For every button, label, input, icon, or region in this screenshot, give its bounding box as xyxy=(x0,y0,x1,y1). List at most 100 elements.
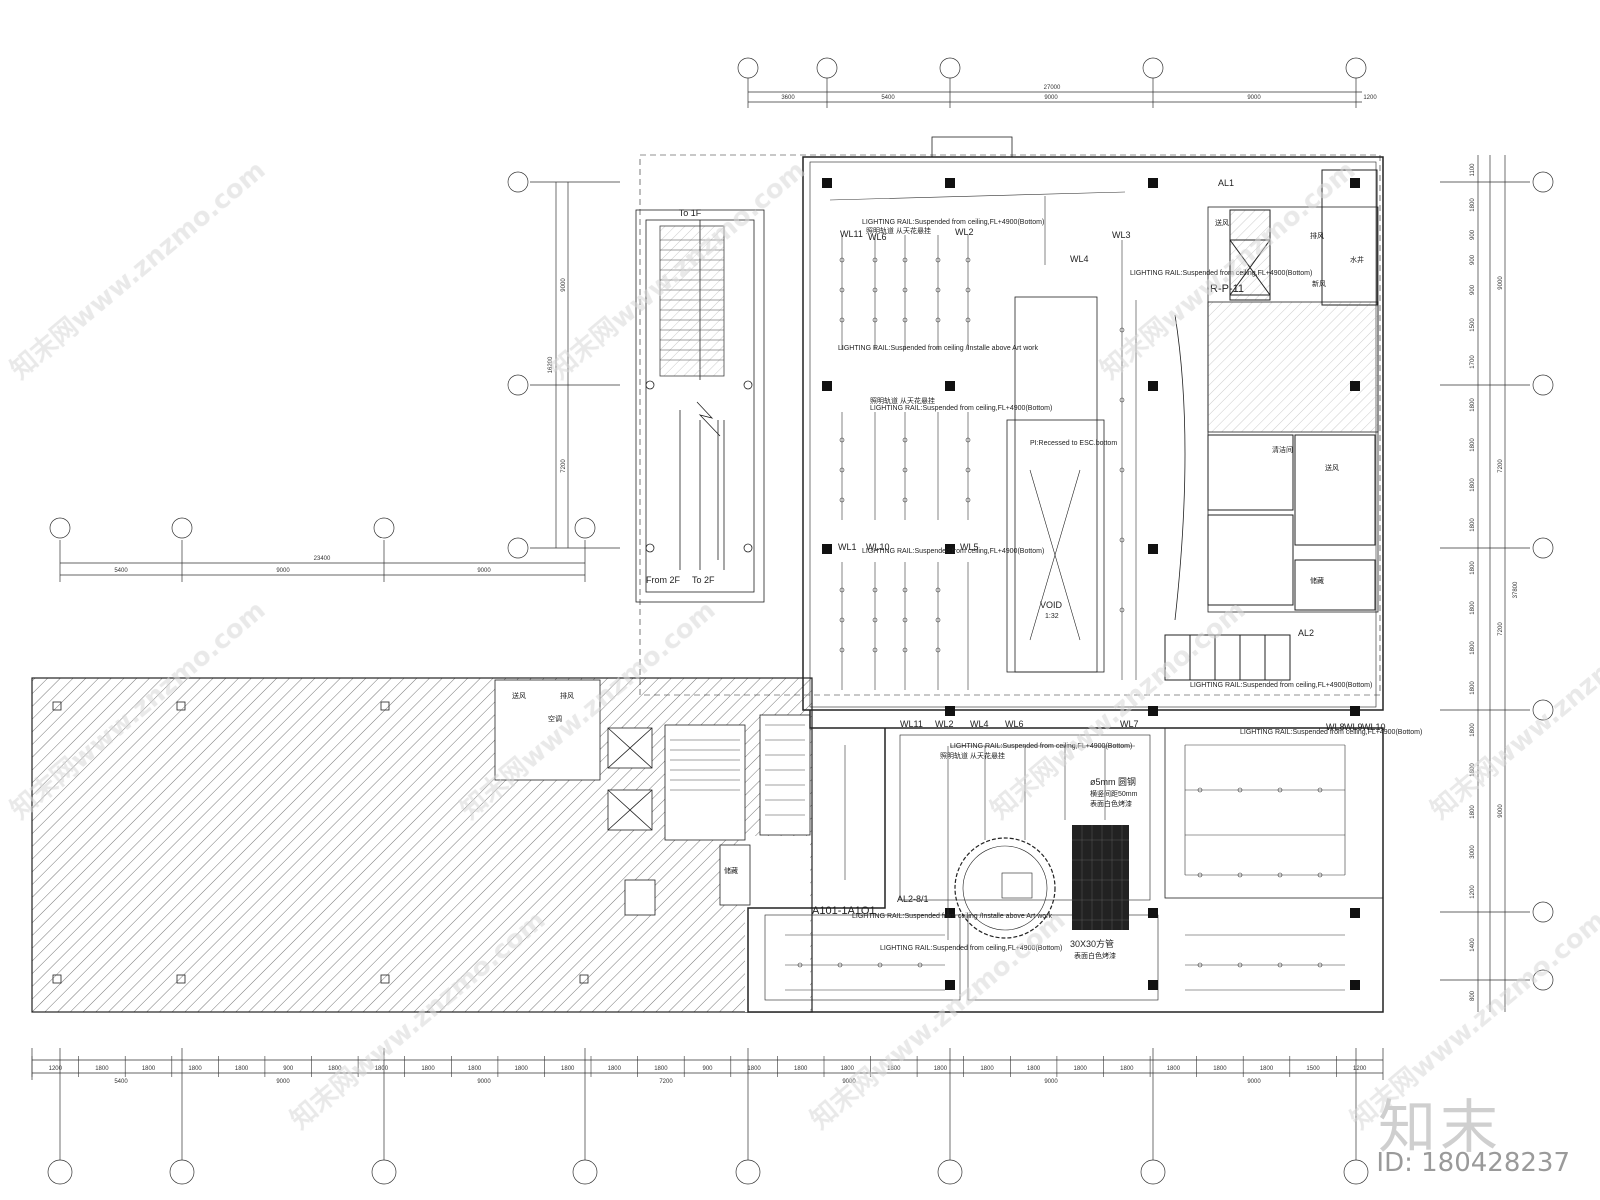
circuit-wl3: WL3 xyxy=(1112,230,1131,240)
right-seg: 900 xyxy=(1470,284,1476,295)
rail-label-6: LIGHTING RAIL:Suspended from ceiling,FL+… xyxy=(1190,682,1372,689)
circuit-wl9: WL9 xyxy=(1344,722,1363,732)
left-overall-dim: 23400 xyxy=(314,556,331,562)
circuit-wl4b: WL4 xyxy=(970,719,989,729)
top-dim-4: 9000 xyxy=(1247,95,1261,101)
bottom-segment-dim: 1800 xyxy=(747,1066,761,1072)
right-big-1: 9000 xyxy=(1498,276,1504,290)
rail-label-8: LIGHTING RAIL:Suspended from ceiling,FL+… xyxy=(950,743,1132,750)
circuit-wl6: WL6 xyxy=(868,232,887,242)
rail-label-1-cn: 照明轨道 从天花悬挂 xyxy=(866,226,931,235)
stair-dim-1: 9000 xyxy=(561,278,567,292)
core-room-3: 水井 xyxy=(1350,255,1364,264)
bottom-dimension xyxy=(31,1048,1384,1185)
bottom-big-dims: 5400 9000 9000 7200 9000 9000 9000 xyxy=(114,1079,1261,1085)
bottom-segment-dim: 1800 xyxy=(608,1066,622,1072)
steel-grid-panel xyxy=(1072,825,1129,930)
right-seg: 1100 xyxy=(1470,163,1476,177)
circuit-wl11b: WL11 xyxy=(900,719,923,729)
bottom-big: 9000 xyxy=(276,1079,290,1085)
core-room-1: 送风 xyxy=(1215,218,1229,227)
bottom-segment-dim: 900 xyxy=(283,1066,294,1072)
bottom-segment-dim: 1800 xyxy=(654,1066,668,1072)
round-steel-ring xyxy=(954,837,1056,939)
right-seg: 1400 xyxy=(1470,938,1476,952)
stair-dim-2: 7200 xyxy=(561,459,567,473)
rail-label-3-cn: 照明轨道 从天花悬挂 xyxy=(870,396,935,405)
void-scale: 1:32 xyxy=(1045,613,1059,620)
image-id-label: ID: 180428237 xyxy=(1376,1148,1570,1178)
rail-label-3: LIGHTING RAIL:Suspended from ceiling,FL+… xyxy=(870,405,1052,412)
bottom-segment-dim: 1800 xyxy=(421,1066,435,1072)
core-room-2: 排风 xyxy=(1310,231,1324,240)
left-dim-2: 9000 xyxy=(276,568,290,574)
right-seg: 1200 xyxy=(1470,885,1476,899)
right-seg: 900 xyxy=(1470,229,1476,240)
round-steel-note-2: 横竖间距50mm xyxy=(1090,789,1138,798)
bottom-segment-dim: 1800 xyxy=(1167,1066,1181,1072)
rail-label-9: LIGHTING RAIL:Suspended from ceiling /In… xyxy=(852,913,1052,920)
right-overall-dim: 37800 xyxy=(1513,581,1519,598)
core-room-4: 新风 xyxy=(1312,279,1326,288)
bottom-segment-dim: 900 xyxy=(702,1066,713,1072)
bottom-segment-dim: 1800 xyxy=(980,1066,994,1072)
bottom-segment-dim: 1800 xyxy=(1120,1066,1134,1072)
bottom-big: 9000 xyxy=(477,1079,491,1085)
stair-to-2f: To 2F xyxy=(692,575,715,585)
esc-note: PI:Recessed to ESC.bottom xyxy=(1030,440,1117,447)
right-seg: 1800 xyxy=(1470,438,1476,452)
bottom-segment-dim: 1200 xyxy=(49,1066,63,1072)
left-dim-1: 5400 xyxy=(114,568,128,574)
right-seg: 1800 xyxy=(1470,805,1476,819)
bottom-segment-dim: 1800 xyxy=(188,1066,202,1072)
steel-grid-note: 30X30方管 xyxy=(1070,938,1114,949)
left-dim-3: 9000 xyxy=(477,568,491,574)
right-seg: 1800 xyxy=(1470,641,1476,655)
circuit-wl2: WL2 xyxy=(955,227,974,237)
bottom-segment-dim: 1800 xyxy=(794,1066,808,1072)
bottom-segment-dim: 1800 xyxy=(142,1066,156,1072)
right-seg: 1800 xyxy=(1470,518,1476,532)
rail-label-10: LIGHTING RAIL:Suspended from ceiling,FL+… xyxy=(880,945,1062,952)
rail-label-8-cn: 照明轨道 从天花悬挂 xyxy=(940,751,1005,760)
bottom-big: 7200 xyxy=(659,1079,673,1085)
core-room-6: 送风 xyxy=(1325,463,1339,472)
right-seg: 1800 xyxy=(1470,478,1476,492)
right-seg: 1700 xyxy=(1470,355,1476,369)
steel-grid-lines xyxy=(1072,825,1129,930)
rail-label-5: LIGHTING RAIL:Suspended from ceiling,FL+… xyxy=(1130,270,1312,277)
rail-label-2: LIGHTING RAIL:Suspended from ceiling /In… xyxy=(838,345,1038,352)
structural-columns xyxy=(822,178,1360,990)
circuit-wl4: WL4 xyxy=(1070,254,1089,264)
circuit-wl10b: WL10 xyxy=(1362,722,1386,732)
right-big-2: 7200 xyxy=(1498,459,1504,473)
stair-overall-dim: 16200 xyxy=(548,356,554,373)
circuit-wl1: WL1 xyxy=(838,542,857,552)
bottom-segment-dim: 1800 xyxy=(934,1066,948,1072)
circuit-wl6b: WL6 xyxy=(1005,719,1024,729)
left-dimension xyxy=(49,517,596,582)
right-seg: 1800 xyxy=(1470,198,1476,212)
bottom-segment-dim: 1200 xyxy=(1353,1066,1367,1072)
right-seg: 1500 xyxy=(1470,318,1476,332)
right-dim-segments: 1100 1800 900 900 900 1500 1700 1800 180… xyxy=(1470,163,1476,1001)
top-dim-5: 1200 xyxy=(1363,95,1377,101)
right-seg: 800 xyxy=(1470,990,1476,1001)
right-seg: 1800 xyxy=(1470,723,1476,737)
circuit-wl2b: WL2 xyxy=(935,719,954,729)
stair-to-1f: To 1F xyxy=(679,208,702,218)
rail-label-1: LIGHTING RAIL:Suspended from ceiling,FL+… xyxy=(862,219,1044,226)
right-seg: 1800 xyxy=(1470,681,1476,695)
stair-dimension xyxy=(507,171,620,559)
stair-from-2f: From 2F xyxy=(646,575,681,585)
room-tag-a101: A101-1A1O1 xyxy=(812,905,876,917)
right-seg: 1800 xyxy=(1470,561,1476,575)
room-label-storage: 储藏 xyxy=(724,866,738,875)
bottom-big: 9000 xyxy=(842,1079,856,1085)
watermark-text: 知末网www.znzmo.com xyxy=(805,905,1071,1135)
core-room-7: 储藏 xyxy=(1310,576,1324,585)
bottom-segment-dim: 1800 xyxy=(1260,1066,1274,1072)
void-label: VOID xyxy=(1040,600,1063,610)
bottom-segment-dim: 1800 xyxy=(561,1066,575,1072)
